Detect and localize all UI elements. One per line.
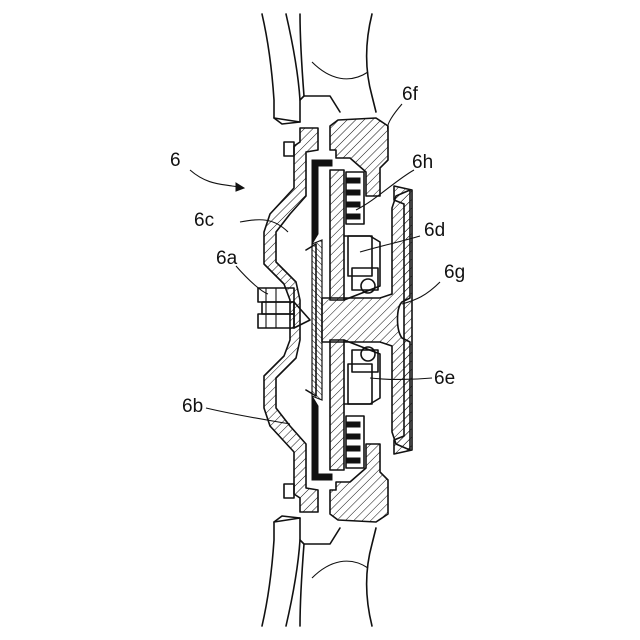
label-6a: 6a	[216, 248, 238, 269]
label-6b: 6b	[182, 396, 203, 417]
label-6e: 6e	[434, 368, 455, 389]
label-6g: 6g	[444, 262, 465, 283]
label-6c: 6c	[194, 210, 214, 231]
bearing-6d	[348, 236, 378, 293]
valve-6a	[258, 288, 310, 328]
label-6: 6	[170, 150, 181, 171]
upper-rim	[262, 14, 376, 124]
lower-rim	[262, 516, 376, 626]
label-6f: 6f	[402, 84, 419, 105]
label-6h: 6h	[412, 152, 433, 173]
label-6d: 6d	[424, 220, 445, 241]
bearing-6e	[348, 347, 378, 404]
